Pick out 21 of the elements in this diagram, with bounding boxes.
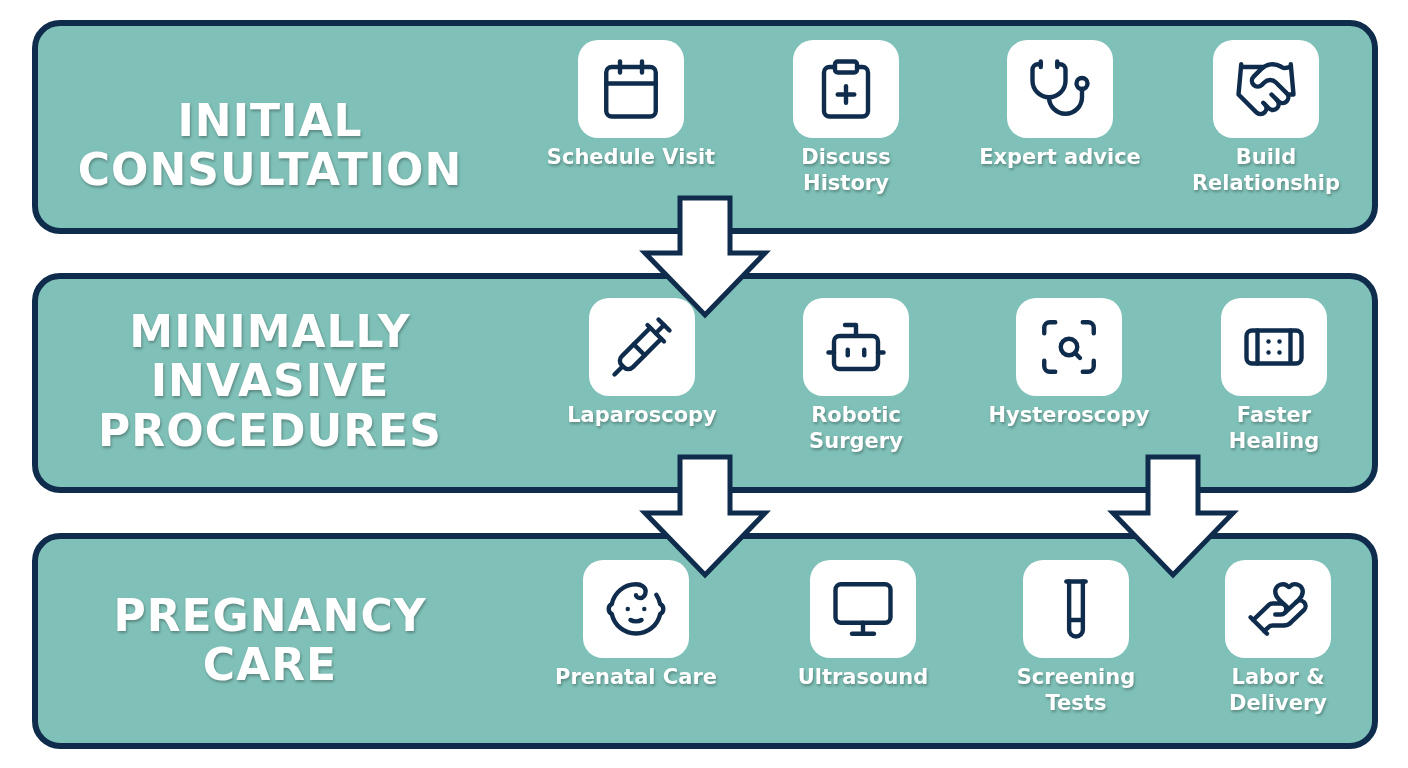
stage-band: [32, 273, 1378, 493]
step-label: Screening Tests: [1015, 664, 1137, 717]
block-arrow: [639, 454, 771, 579]
step-label: Ultrasound: [796, 664, 930, 691]
step-label: Schedule Visit: [545, 144, 717, 171]
step-label: Hysteroscopy: [987, 402, 1151, 429]
step-label: Robotic Surgery: [808, 402, 904, 455]
block-arrow: [1107, 454, 1239, 579]
step-label: Labor & Delivery: [1227, 664, 1329, 717]
stage-band: [32, 533, 1378, 749]
stage-heading: INITIAL CONSULTATION: [76, 96, 464, 195]
step-label: Prenatal Care: [554, 664, 718, 691]
stage-band: [32, 20, 1378, 234]
step-label: Faster Healing: [1227, 402, 1321, 455]
step-label: Discuss History: [800, 144, 892, 197]
step-label: Build Relationship: [1190, 144, 1342, 197]
stage-heading: PREGNANCY CARE: [112, 591, 428, 690]
step-label: Expert advice: [978, 144, 1142, 171]
stage-heading: MINIMALLY INVASIVE PROCEDURES: [97, 307, 443, 455]
step-label: Laparoscopy: [566, 402, 718, 429]
block-arrow: [639, 195, 771, 319]
